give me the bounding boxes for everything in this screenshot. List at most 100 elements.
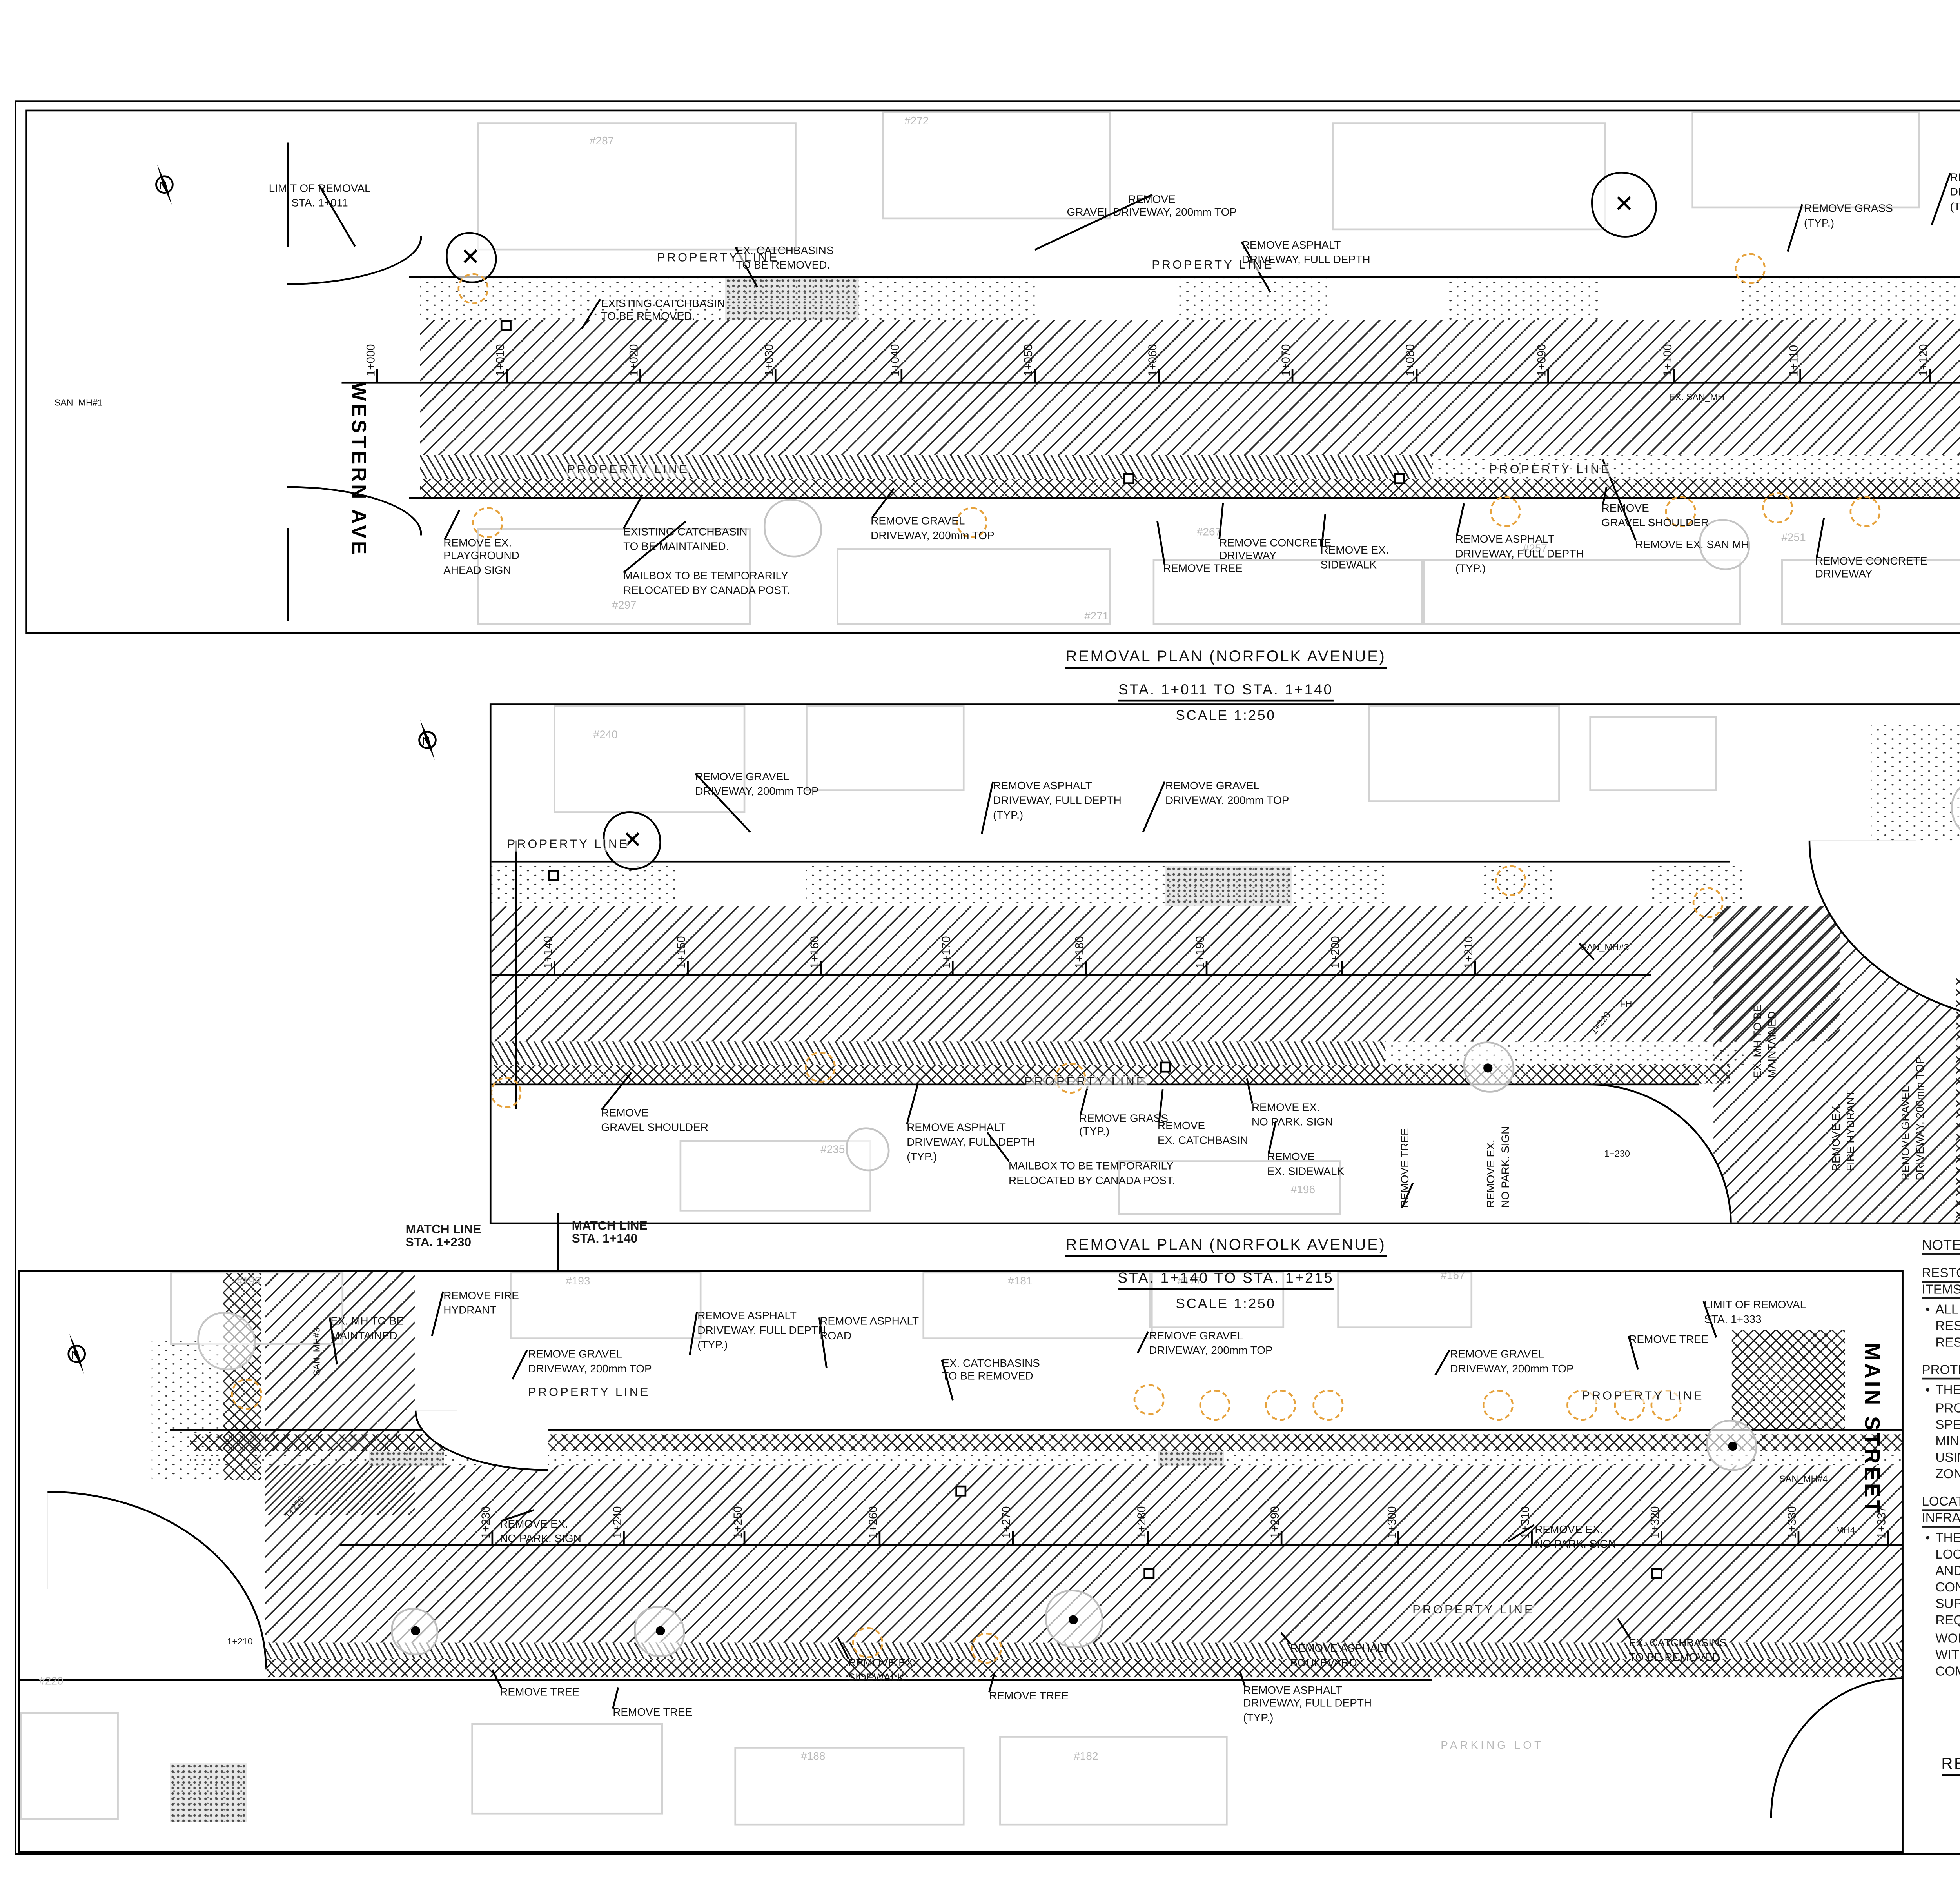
station-tick: 1+150 xyxy=(676,936,690,974)
station-tick: 1+230 xyxy=(479,1506,492,1544)
plan-title-line1: REMOVAL PLAN (NORFOLK AVENUE) xyxy=(1065,647,1386,669)
plan-title-line1: REMOVAL PLAN (NORFOLK AVENUE) xyxy=(1065,1235,1386,1257)
property-line-label: PROPERTY LINE xyxy=(657,251,779,265)
callout: SAN_MH#3 xyxy=(312,1328,323,1376)
lot-outline xyxy=(882,111,1111,220)
leader-line xyxy=(1788,205,1804,253)
station-label: 1+140 xyxy=(543,936,556,969)
callout: LIMIT OF REMOVAL STA. 1+333 xyxy=(1704,1301,1806,1326)
property-line-top xyxy=(171,1428,1902,1430)
lot-outline xyxy=(837,549,1111,626)
tree-protection-circle xyxy=(1133,1383,1165,1415)
house-number: #193 xyxy=(566,1277,590,1289)
tree-icon xyxy=(198,1312,256,1371)
leader-line xyxy=(980,782,993,834)
leader-line xyxy=(623,495,643,529)
plan-title-1: REMOVAL PLAN (NORFOLK AVENUE) STA. 1+140… xyxy=(988,1226,1463,1312)
station-label: 1+100 xyxy=(1662,344,1675,377)
tree-protection-circle xyxy=(1664,497,1696,528)
catchbasin-marker xyxy=(548,870,560,881)
station-tick: 1+260 xyxy=(867,1506,880,1544)
callout: REMOVE EX. NO PARK. SIGN xyxy=(1535,1526,1616,1552)
property-line-top xyxy=(491,860,1730,863)
gravel-driveway xyxy=(1165,865,1291,907)
note-heading: LOCATION, PROTECTION AND SUPPORT OF UTIL… xyxy=(1922,1494,1960,1526)
station-tick: 1+290 xyxy=(1270,1506,1283,1544)
leader-line xyxy=(1219,502,1225,539)
catchbasin-marker xyxy=(955,1486,967,1497)
callout: REMOVE GRAVEL DRIVEWAY, 200mm TOP xyxy=(871,518,995,543)
callout: REMOVE ASPHALT DRIVEWAY, FULL DEPTH (TYP… xyxy=(993,783,1122,823)
bullet-glyph: • xyxy=(1925,1384,1930,1399)
plan-title-line3: SCALE 1:250 xyxy=(1176,1295,1276,1312)
station-tick: 1+030 xyxy=(763,344,776,382)
station-tick: 1+270 xyxy=(1001,1506,1014,1544)
callout: MAILBOX TO BE TEMPORARILY RELOCATED BY C… xyxy=(623,572,790,598)
callout: REMOVE EX. SIDEWALK xyxy=(1320,546,1389,572)
tree-icon xyxy=(1044,1590,1103,1649)
note-text: ALL AREAS AND ITEMS DISTURBED OR DAMAGED… xyxy=(1935,1303,1960,1351)
gravel-driveway xyxy=(1158,1451,1225,1466)
leader-line xyxy=(512,1349,528,1379)
road-centerline xyxy=(340,1544,1902,1546)
lot-outline xyxy=(1691,111,1920,209)
property-line-label: PROPERTY LINE xyxy=(567,464,690,477)
station-label: 1+210 xyxy=(1463,936,1476,969)
station-tick: 1+200 xyxy=(1330,936,1343,974)
callout: REMOVE GRAVEL DRIVEWAY, 200mm TOP xyxy=(1067,194,1237,220)
callout: REMOVE ASPHALT DRIVEWAY, FULL DEPTH (TYP… xyxy=(907,1124,1036,1164)
station-label: 1+180 xyxy=(1074,936,1087,969)
driveway-gap xyxy=(1385,865,1479,907)
callout: REMOVE GRAVEL DRIVEWAY, 200mm TOP xyxy=(1450,1350,1574,1375)
station-label: 1+070 xyxy=(1280,344,1293,377)
callout: REMOVE TREE xyxy=(1400,1127,1412,1207)
catchbasin-marker xyxy=(1123,473,1135,485)
callout: REMOVE GRASS (TYP.) xyxy=(1079,1114,1168,1139)
tree-protection-circle xyxy=(1312,1389,1343,1421)
station-label: 1+000 xyxy=(365,344,378,377)
station-label: 1+030 xyxy=(763,344,776,377)
road-centerline xyxy=(342,382,1960,384)
callout: REMOVE EX. NO PARK. SIGN xyxy=(500,1520,581,1546)
match-line-stroke xyxy=(557,1213,559,1275)
lot-outline xyxy=(998,1735,1228,1826)
leader-line xyxy=(907,1084,920,1125)
north-arrow-icon: N xyxy=(418,720,437,760)
station-tick: 1+337 xyxy=(1876,1506,1889,1544)
leader-line xyxy=(490,1669,501,1689)
lot-outline xyxy=(805,705,965,792)
road-centerline xyxy=(491,974,1651,976)
tree-protection-circle xyxy=(1566,1389,1597,1421)
tree-icon xyxy=(762,499,821,558)
tree-removal-icon: ✕ xyxy=(1591,172,1657,238)
plan-title-line3: SCALE 1:250 xyxy=(1176,707,1276,724)
callout: REMOVE GRAVEL DRIVEWAY, 200mm TOP xyxy=(1165,783,1289,808)
callout: EX. MH TO BE MAINTAINED xyxy=(1753,1004,1779,1078)
callout: REMOVE CONCRETE DRIVEWAY xyxy=(1219,538,1332,564)
leader-line xyxy=(581,298,601,328)
catchbasin-marker xyxy=(1143,1567,1155,1579)
house-number: #251 xyxy=(1781,533,1806,545)
lot-outline xyxy=(472,1723,664,1814)
tree-protection-circle xyxy=(230,1378,261,1409)
station-label: 1+060 xyxy=(1147,344,1161,377)
callout: REMOVE GRAVEL SHOULDER xyxy=(601,1108,708,1134)
match-line-stroke xyxy=(515,839,518,1109)
leader-line xyxy=(1156,520,1165,565)
house-number: #220 xyxy=(39,1677,64,1688)
sidewalk-band xyxy=(421,478,1960,497)
leader-line xyxy=(1601,486,1607,505)
leader-line xyxy=(1238,1669,1245,1686)
tree-trunk-dot xyxy=(1728,1441,1737,1450)
tree-protection-circle xyxy=(805,1052,836,1083)
tree-protection-circle xyxy=(1481,1389,1513,1421)
callout: EX. CATCHBASINS TO BE REMOVED xyxy=(1629,1639,1727,1665)
callout: REMOVE CONCRETE DRIVEWAY xyxy=(1815,556,1927,582)
north-arrow-icon: N xyxy=(67,1333,86,1374)
leader-line xyxy=(443,509,460,540)
callout: LIMIT OF REMOVAL STA. 1+011 xyxy=(269,184,371,210)
station-label: 1+280 xyxy=(1136,1506,1149,1539)
leader-line xyxy=(601,1072,632,1110)
callout: REMOVE EX. SAN MH xyxy=(1635,541,1749,552)
plan-title-line3: SCALE 1:250 xyxy=(1869,1815,1960,1831)
